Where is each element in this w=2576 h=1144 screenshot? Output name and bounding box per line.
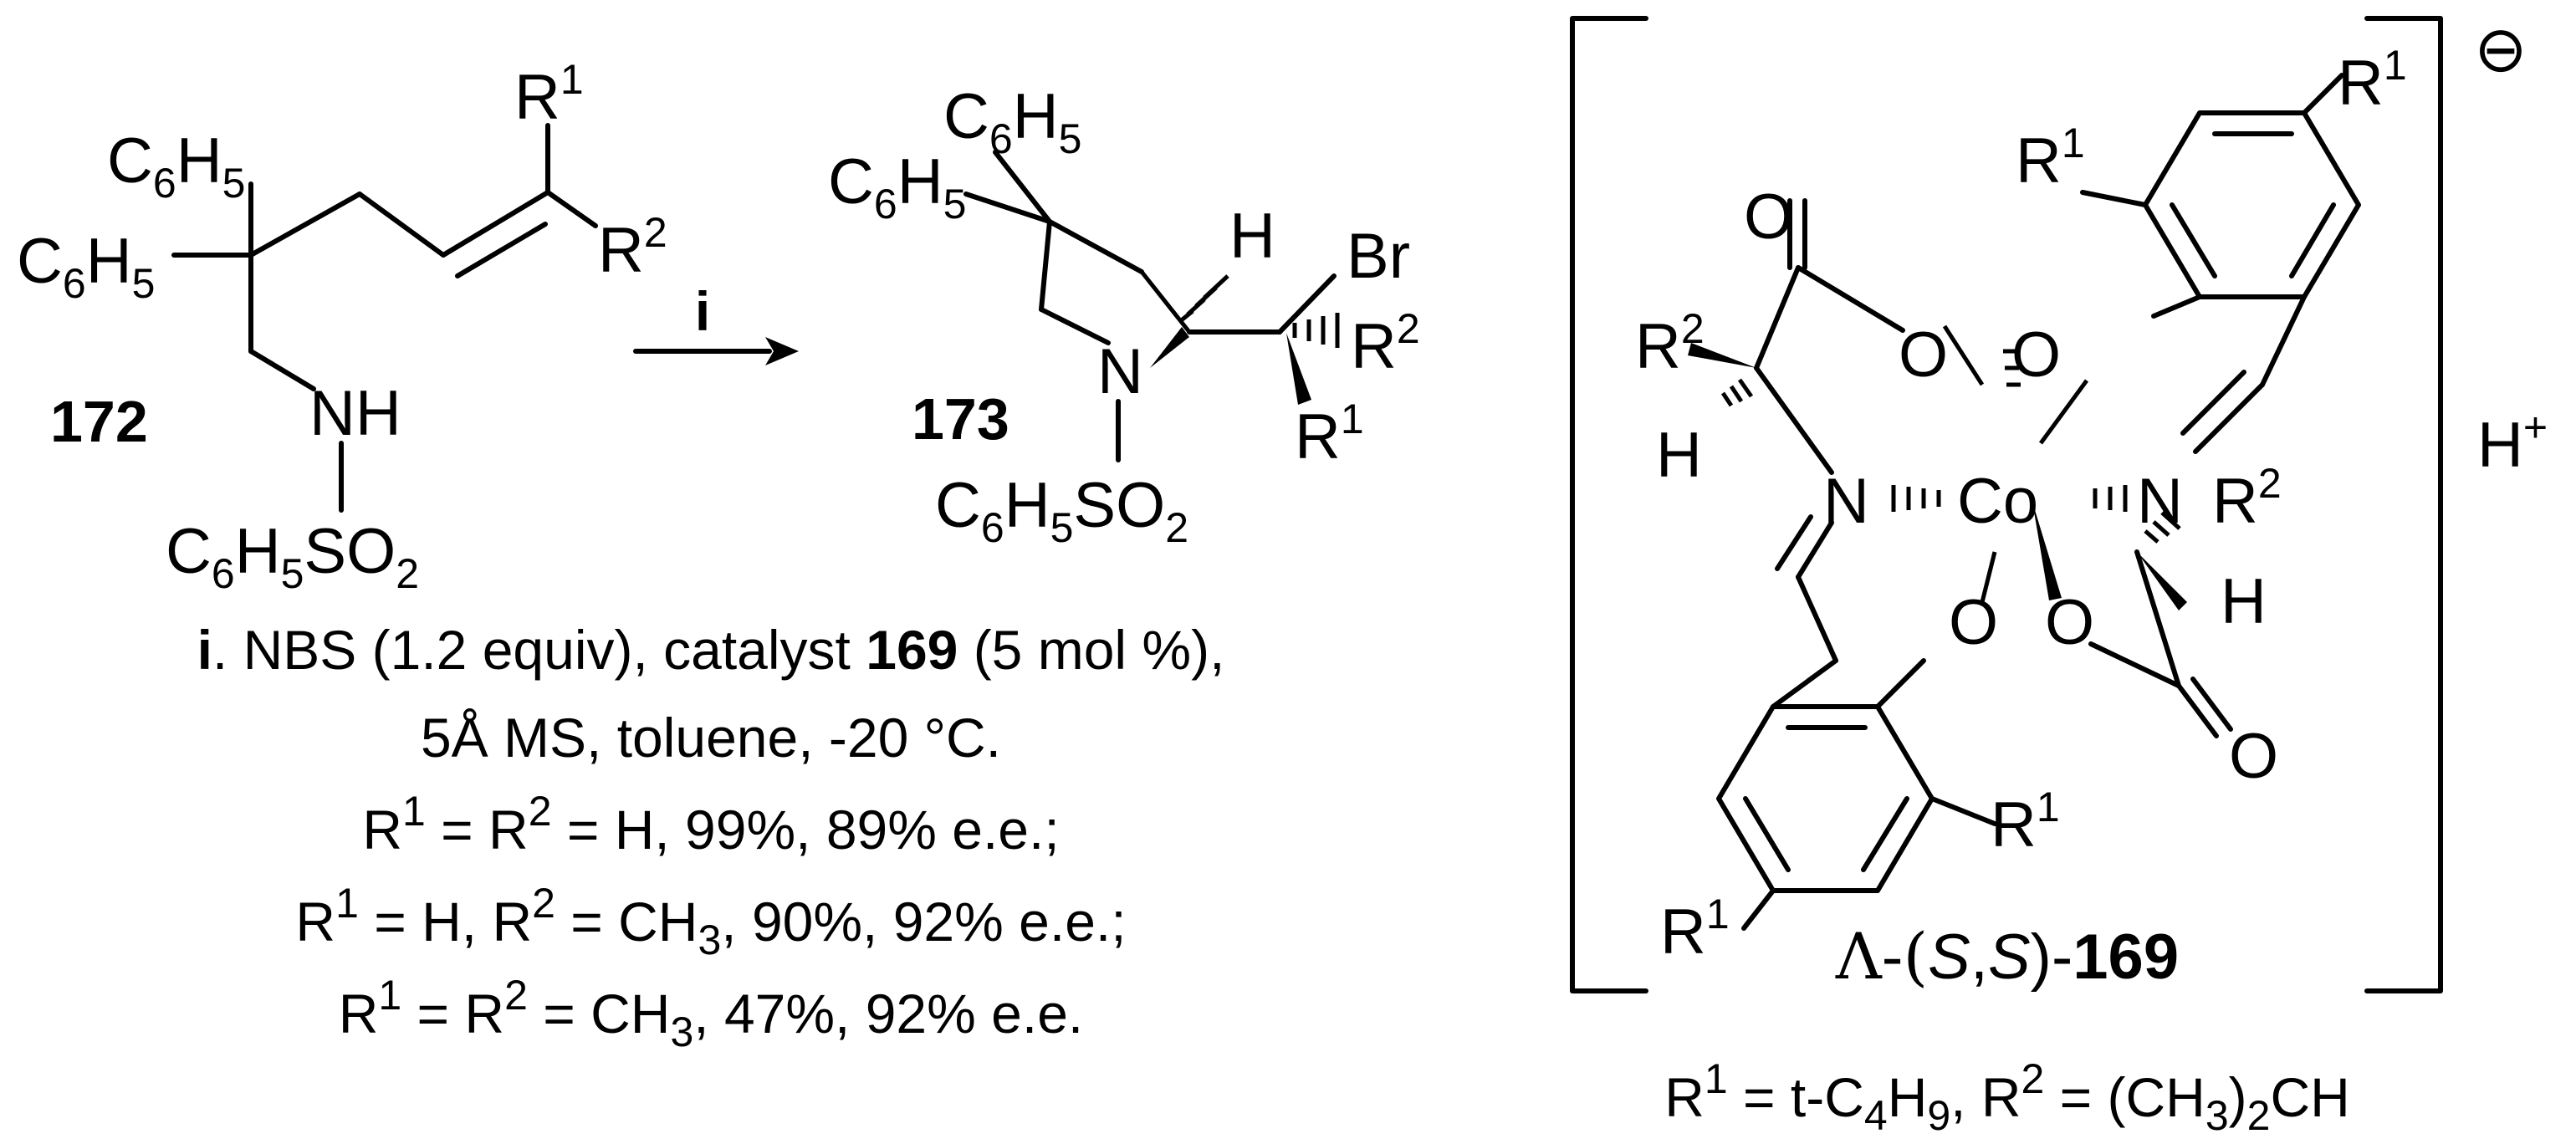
r1-label: R1	[1295, 396, 1364, 472]
left-bracket	[1570, 16, 1648, 993]
compound-number: 173	[912, 386, 1009, 452]
cobalt-label: Co	[1957, 466, 2038, 537]
conditions-line-4: R1 = H, R2 = CH3, 90%, 92% e.e.;	[295, 880, 1126, 963]
wedge-bond	[1688, 343, 1756, 368]
conditions-line-2: 5Å MS, toluene, -20 °C.	[421, 707, 1001, 769]
h-label: H	[1229, 201, 1275, 272]
arrow-label: i	[695, 280, 710, 342]
wedge-bond	[1150, 327, 1189, 368]
phenyl-label: C6H5	[828, 146, 966, 227]
compound-number: 172	[50, 389, 148, 454]
hash-bond	[1178, 274, 1229, 324]
oxygen-label: O	[2229, 721, 2278, 792]
nitrogen-label: N	[2137, 466, 2183, 537]
oxygen-label: O	[1744, 181, 1793, 253]
r-label: R1	[2338, 42, 2407, 119]
compound-172-bonds	[171, 123, 598, 513]
sulfonyl-label: C6H5SO2	[166, 516, 419, 597]
conditions-line-1: i. NBS (1.2 equiv), catalyst 169 (5 mol …	[197, 619, 1225, 681]
phenyl-label: C6H5	[17, 226, 155, 307]
catalyst-label: Λ-(S,S)-169	[1835, 919, 2179, 993]
r-label: R1	[2016, 120, 2085, 197]
wedge-bond	[1286, 333, 1311, 405]
r-label: R2	[2212, 460, 2282, 537]
r-label: R1	[1660, 891, 1730, 968]
catalyst-bonds	[1716, 73, 2361, 931]
substituent-definition: R1 = t-C4H9, R2 = (CH3)2CH	[1664, 1055, 2350, 1139]
conditions-line-3: R1 = R2 = H, 99%, 89% e.e.;	[362, 788, 1059, 861]
wedge-bond	[2032, 502, 2062, 600]
oxygen-label: O	[1949, 587, 1998, 658]
nh-label: NH	[309, 378, 401, 449]
r2-label: R2	[1351, 305, 1420, 382]
hydrogen-label: H	[2221, 566, 2267, 637]
compound-173-bonds	[963, 150, 1337, 462]
counter-ion: H+	[2477, 404, 2548, 481]
nitrogen-label: N	[1823, 466, 1869, 537]
r-label: R2	[1635, 305, 1705, 382]
hash-bond	[1292, 313, 1340, 348]
compound-173: C6H5 C6H5 H Br R2 R1 N C6H5SO2 173	[828, 81, 1420, 551]
charge-symbol: ⊖	[2474, 14, 2527, 85]
br-label: Br	[1347, 221, 1410, 292]
oxygen-label: O	[2011, 319, 2061, 391]
oxygen-label: O	[2045, 587, 2094, 658]
oxygen-label: O	[1899, 319, 1948, 391]
sulfonyl-label: C6H5SO2	[935, 470, 1188, 551]
wedge-bond	[2137, 552, 2187, 610]
phenyl-label: C6H5	[943, 81, 1081, 162]
hydrogen-label: H	[1656, 420, 1702, 491]
phenyl-label: C6H5	[107, 125, 245, 207]
n-label: N	[1097, 336, 1143, 407]
r1-label: R1	[514, 56, 584, 133]
catalyst-169: ⊖ H+	[1570, 14, 2548, 1139]
compound-172: R1 R2 C6H5 C6H5 NH C6H5SO2 172	[17, 56, 667, 597]
reaction-arrow: i	[633, 280, 799, 365]
r-label: R1	[1991, 784, 2060, 861]
conditions-line-5: R1 = R2 = CH3, 47%, 92% e.e.	[339, 972, 1084, 1055]
reaction-conditions: i. NBS (1.2 equiv), catalyst 169 (5 mol …	[197, 619, 1225, 1055]
hash-bond	[1720, 349, 2181, 544]
right-bracket	[2364, 16, 2443, 993]
r2-label: R2	[598, 209, 667, 286]
